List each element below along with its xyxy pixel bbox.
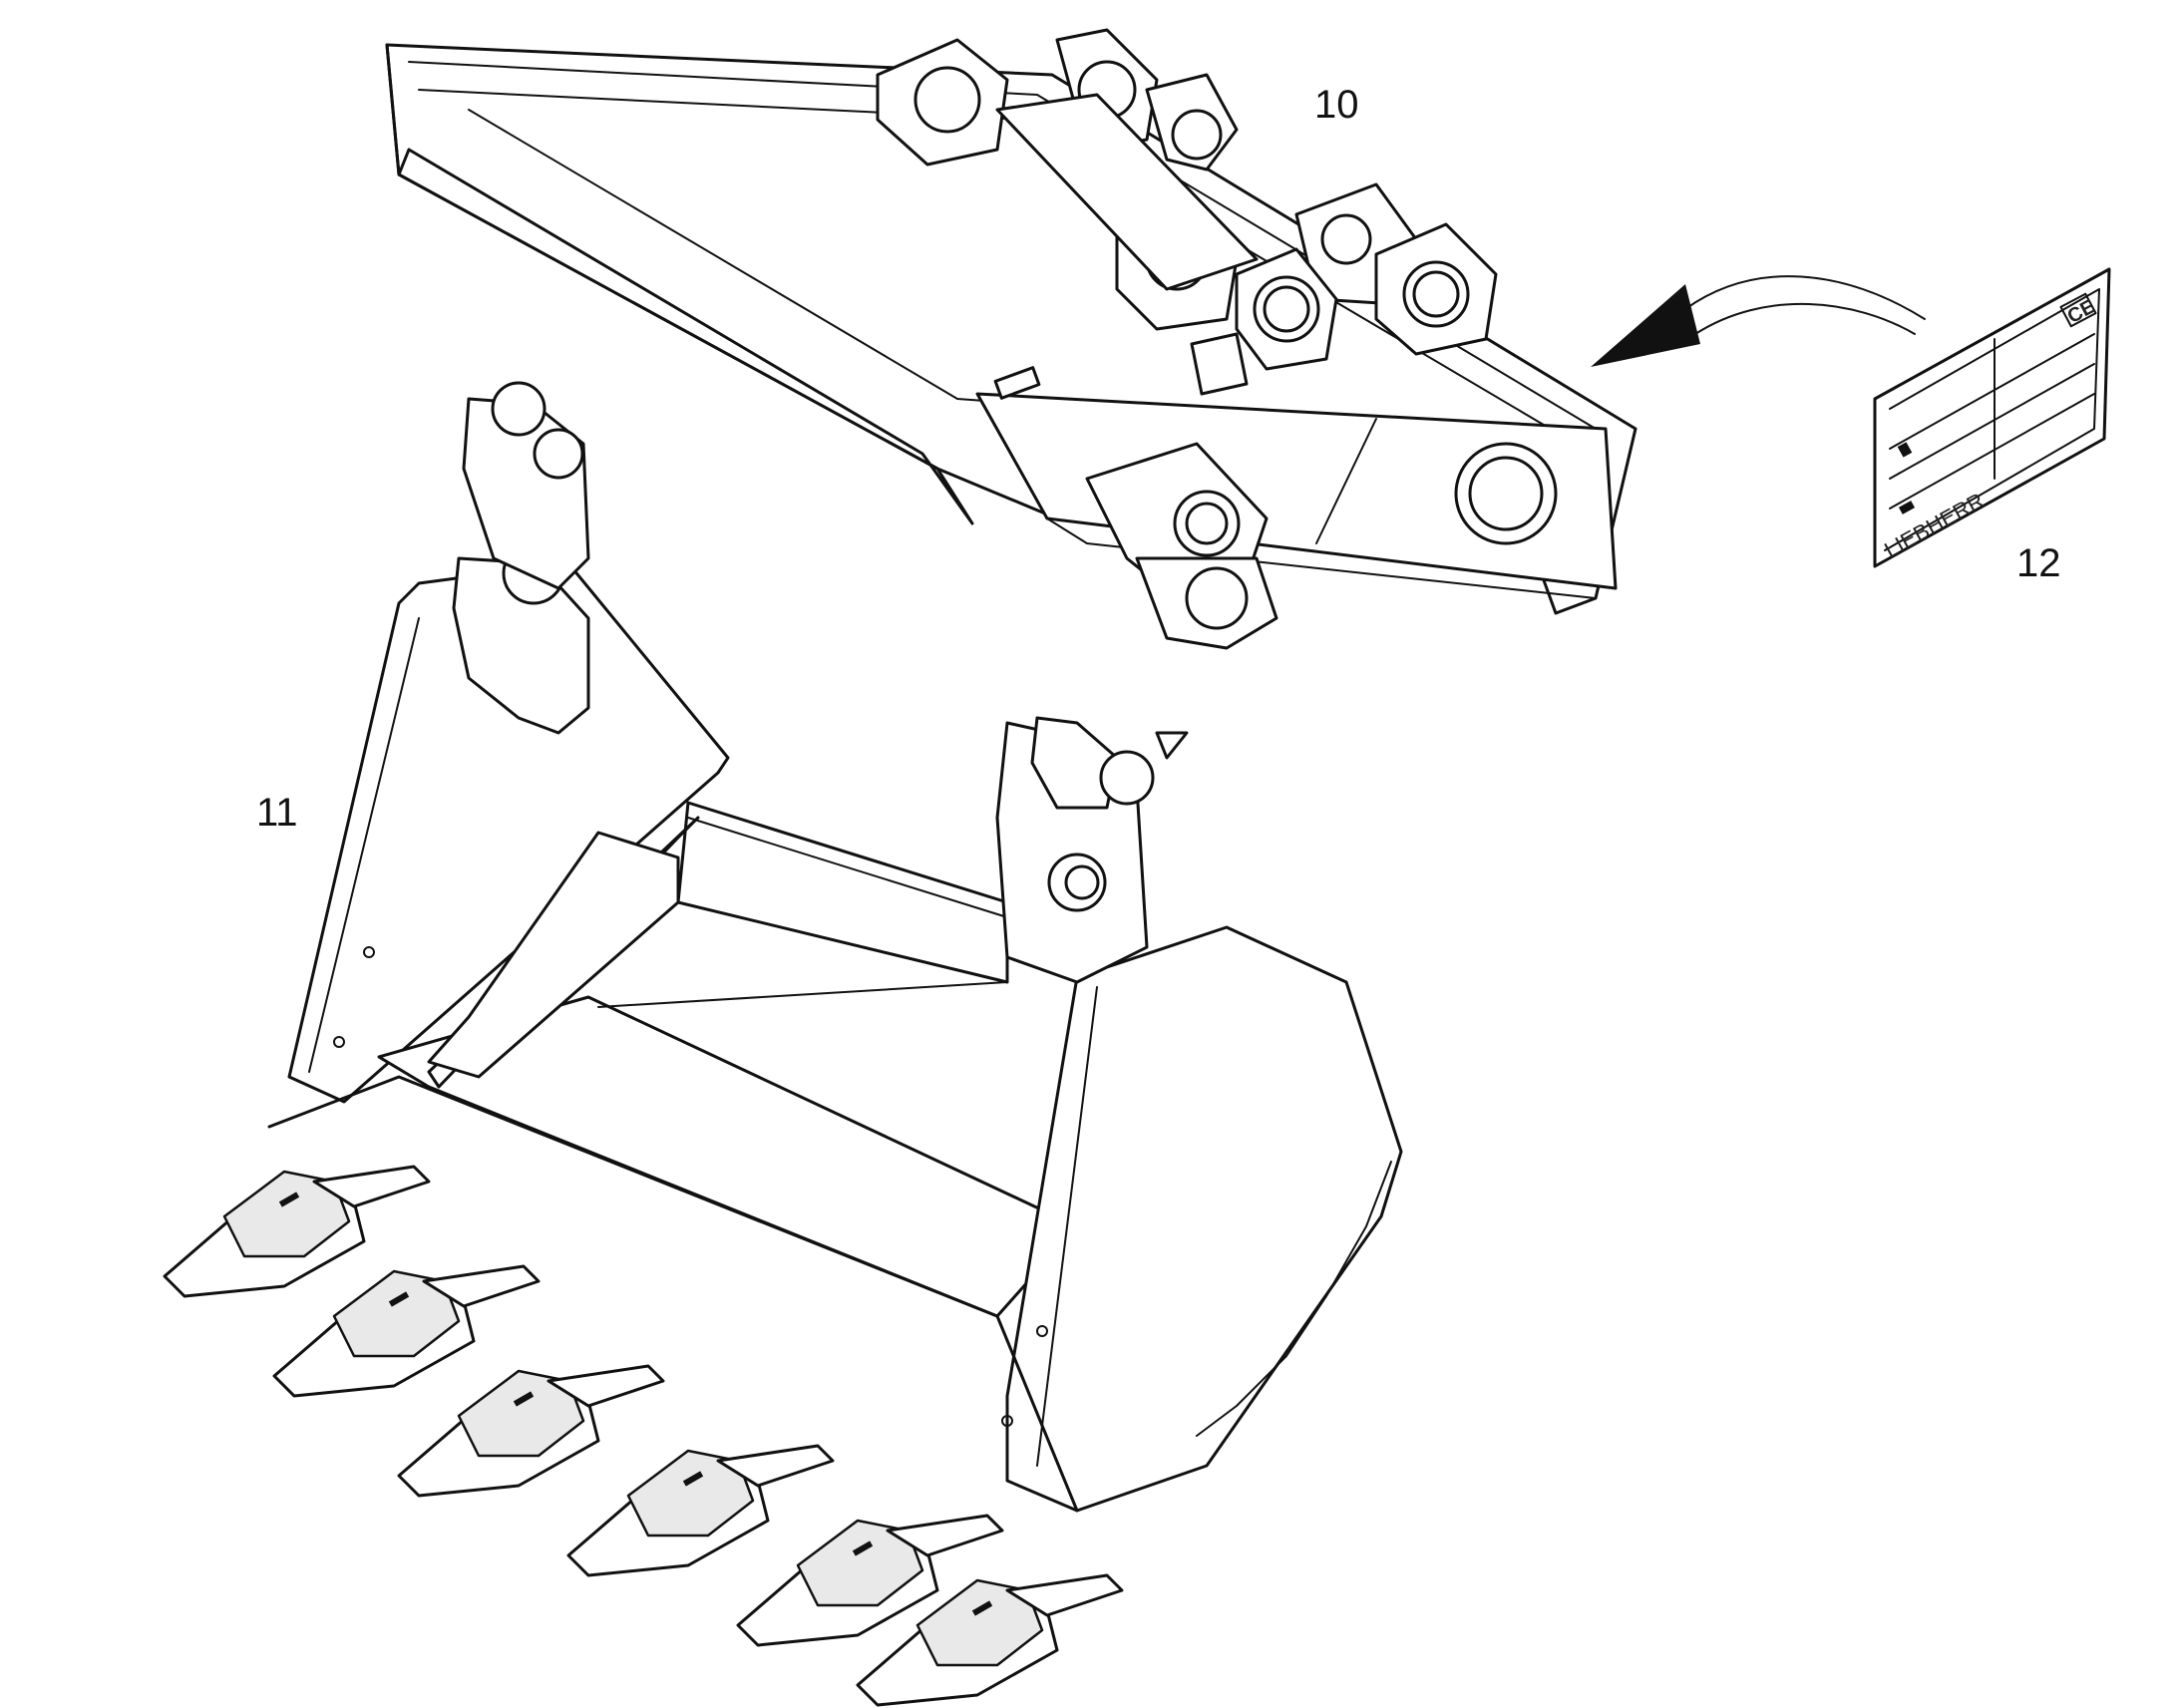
bucket (267, 381, 1403, 1513)
bucket-teeth (163, 1165, 1124, 1707)
coupler-frame (385, 28, 1637, 650)
callout-11: 11 (256, 791, 298, 835)
curved-arrow (1591, 275, 1926, 367)
tooth (163, 1165, 431, 1298)
tooth (736, 1514, 1004, 1647)
tooth (856, 1573, 1124, 1707)
tooth (272, 1264, 541, 1398)
tooth (397, 1364, 665, 1498)
tooth (566, 1444, 835, 1577)
callout-12: 12 (2016, 541, 2061, 585)
type-plate: CE LIEBHERR (1873, 267, 2111, 568)
callout-10: 10 (1314, 83, 1359, 127)
